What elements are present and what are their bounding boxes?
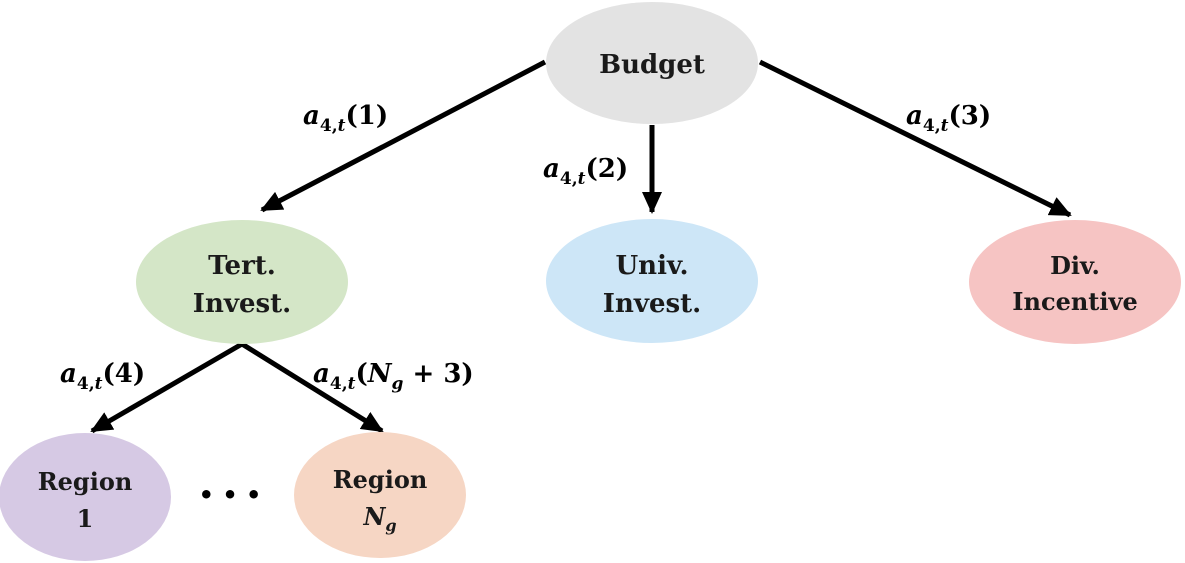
edge-label-3-arg: (3)	[948, 101, 991, 131]
edge-label-4-var: a	[60, 359, 77, 389]
edge-label-2-arg: (2)	[585, 154, 628, 184]
edge-label-1-sub: 4,t	[320, 116, 346, 136]
edge-label-4: a4,t(4)	[60, 359, 145, 394]
edge-label-4-sub: 4,t	[77, 374, 103, 394]
edge-label-4-arg: (4)	[102, 359, 145, 389]
edge-label-5-argvar: N	[367, 359, 393, 389]
edge-label-5-rest: + 3)	[403, 359, 473, 389]
edge-label-3-sub-var: t	[941, 116, 949, 136]
edge-label-1-var: a	[303, 101, 320, 131]
edge-label-1: a4,t(1)	[303, 101, 388, 136]
node-div-incentive-line2: Incentive	[1012, 287, 1137, 316]
edge-label-5-sub-num: 4,	[330, 374, 348, 394]
edge-label-5-open: (	[355, 359, 367, 389]
node-region-1-shape	[0, 433, 171, 561]
edge-label-3: a4,t(3)	[906, 101, 991, 136]
node-tert-invest-line1: Tert.	[208, 251, 276, 281]
edge-label-2-sub-num: 4,	[560, 169, 578, 189]
node-budget: Budget	[546, 2, 758, 124]
edge-label-2-var: a	[543, 154, 560, 184]
node-region-ng-line1: Region	[333, 465, 428, 494]
edge-label-3-var: a	[906, 101, 923, 131]
edge-label-2-sub-var: t	[578, 169, 586, 189]
node-div-incentive-line1: Div.	[1050, 251, 1100, 280]
node-region-ng-var: N	[362, 502, 386, 531]
node-univ-invest-shape	[546, 219, 758, 343]
node-univ-invest: Univ. Invest.	[546, 219, 758, 343]
node-tert-invest: Tert. Invest.	[136, 220, 348, 344]
node-region-ng-sub: g	[385, 516, 396, 535]
edge-label-2-sub: 4,t	[560, 169, 586, 189]
ellipsis-dots: • • •	[199, 481, 262, 509]
node-budget-label: Budget	[599, 50, 705, 80]
edge-label-5-argsub: g	[392, 374, 404, 394]
node-tert-invest-line2: Invest.	[193, 289, 291, 319]
node-region-ng-shape	[294, 432, 466, 558]
node-div-incentive: Div. Incentive	[969, 220, 1181, 344]
node-tert-invest-shape	[136, 220, 348, 344]
node-univ-invest-line2: Invest.	[603, 289, 701, 319]
edge-budget-to-tert	[260, 59, 547, 213]
edge-label-5-sub-var: t	[348, 374, 356, 394]
edge-budget-to-div	[758, 59, 1072, 218]
node-region-ng: Region Ng	[294, 432, 466, 558]
node-div-incentive-shape	[969, 220, 1181, 344]
edge-label-1-arg: (1)	[345, 101, 388, 131]
edge-label-2: a4,t(2)	[543, 154, 628, 189]
node-budget-shape	[546, 2, 758, 124]
edge-label-5-sub: 4,t	[330, 374, 356, 394]
edge-label-4-sub-var: t	[95, 374, 103, 394]
node-region-ng-line2: Ng	[362, 502, 396, 535]
node-region-1-line1: Region	[38, 467, 133, 496]
edge-tert-to-regionng	[240, 341, 384, 434]
node-region-1-line2: 1	[77, 504, 94, 533]
edge-label-3-sub-num: 4,	[923, 116, 941, 136]
edge-label-3-sub: 4,t	[923, 116, 949, 136]
edge-label-4-sub-num: 4,	[77, 374, 95, 394]
node-univ-invest-line1: Univ.	[616, 251, 689, 281]
edge-label-5-var: a	[313, 359, 330, 389]
edge-label-1-sub-num: 4,	[320, 116, 338, 136]
edge-tert-to-region1	[90, 341, 244, 434]
edge-label-5: a4,t(Ng + 3)	[313, 359, 474, 394]
node-region-1: Region 1	[0, 433, 171, 561]
edge-label-1-sub-var: t	[338, 116, 346, 136]
